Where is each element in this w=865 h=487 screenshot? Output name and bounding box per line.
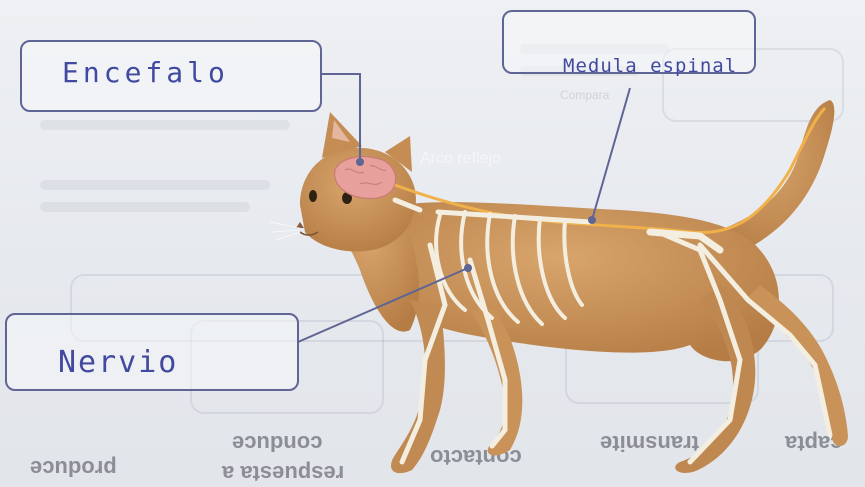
label-nerve: Nervio	[58, 345, 178, 380]
leader-line-spinal-cord	[592, 88, 630, 220]
cat-whiskers	[270, 222, 300, 240]
pointer-dot-spinal-cord	[588, 216, 596, 224]
pointer-dot-nerve	[464, 264, 472, 272]
cat-tail	[720, 100, 834, 255]
cat-illustration	[270, 100, 848, 473]
cat-eye-left	[309, 190, 317, 202]
pointer-dot-brain	[356, 158, 364, 166]
label-spinal-cord: Medula espinal	[563, 55, 737, 77]
label-brain: Encefalo	[62, 56, 229, 89]
